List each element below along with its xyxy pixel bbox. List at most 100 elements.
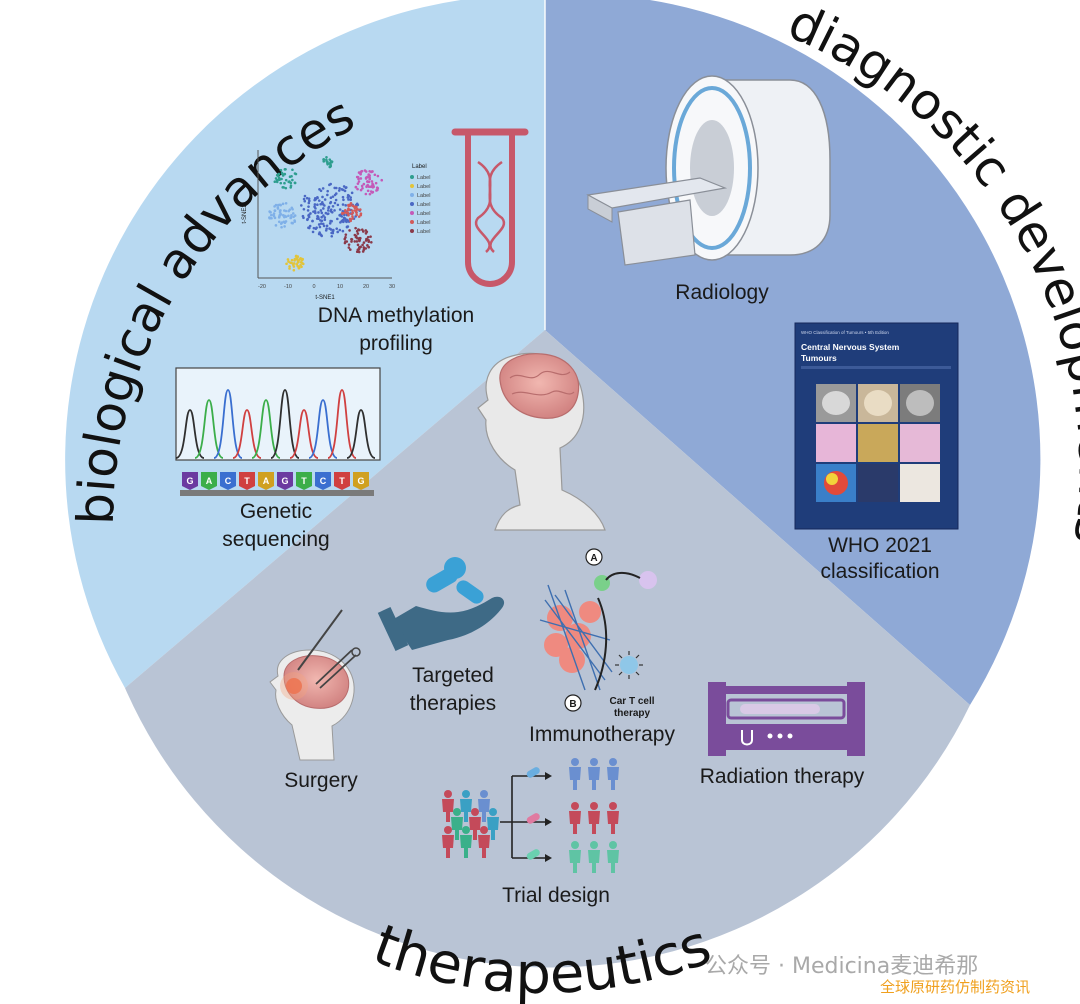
tsne-point — [291, 221, 294, 225]
tsne-legend-item: Label — [417, 220, 430, 226]
tsne-point — [321, 222, 325, 226]
tsne-point — [273, 205, 276, 208]
tsne-point — [361, 186, 364, 190]
tsne-point — [273, 216, 277, 220]
human-head-illustration — [477, 352, 606, 531]
sequence-tile — [315, 472, 331, 490]
test-tube-body — [465, 135, 515, 287]
person-head — [444, 790, 452, 798]
tsne-point — [277, 220, 281, 224]
tsne-point — [323, 216, 327, 219]
tsne-legend-item: Label — [417, 229, 430, 235]
tsne-point — [354, 185, 358, 189]
tsne-point — [353, 209, 357, 212]
person-head — [590, 841, 598, 849]
tsne-point — [331, 228, 335, 232]
tsne-point — [292, 265, 296, 268]
tsne-point — [356, 203, 360, 207]
person-body — [469, 817, 481, 840]
tsne-point — [300, 204, 303, 207]
tsne-ylabel: t-SNE2 — [242, 204, 248, 224]
tsne-point — [346, 212, 350, 215]
person-head — [609, 841, 617, 849]
tsne-point — [380, 178, 384, 182]
tsne-point — [308, 199, 311, 203]
who-book-header: WHO Classification of Tumours • 5th Edit… — [801, 330, 889, 335]
mri-table-base — [617, 199, 696, 266]
tsne-point — [294, 257, 298, 261]
tsne-point — [268, 216, 271, 219]
tsne-point — [301, 214, 305, 218]
tsne-point — [376, 174, 380, 178]
tsne-point — [299, 257, 302, 260]
tsne-point — [309, 212, 312, 215]
chromatogram-peak — [346, 409, 376, 459]
tsne-point — [364, 192, 368, 196]
hand-cuff — [377, 607, 409, 651]
tsne-point — [279, 181, 283, 185]
tsne-point — [280, 177, 283, 181]
tsne-point — [316, 196, 319, 199]
tsne-point — [333, 186, 336, 190]
tsne-point — [306, 209, 310, 212]
person-body — [569, 767, 581, 790]
tsne-point — [368, 177, 371, 181]
hand-with-pills-icon — [377, 557, 505, 651]
t-cell-lilac — [639, 571, 657, 589]
tsne-point — [362, 241, 366, 244]
sequence-tile — [220, 472, 236, 490]
tsne-point — [323, 218, 327, 222]
tsne-legend-swatch — [410, 175, 414, 179]
tsne-point — [362, 246, 366, 249]
tsne-point — [279, 203, 282, 207]
tsne-point — [351, 209, 354, 212]
tsne-point — [347, 243, 351, 246]
tsne-point — [370, 180, 374, 183]
tsne-point — [329, 196, 333, 199]
sequence-letter: T — [244, 476, 250, 486]
wedge-biological — [65, 0, 545, 688]
tsne-point — [276, 207, 280, 210]
tsne-point — [350, 240, 353, 243]
person-head — [590, 758, 598, 766]
tsne-point — [329, 219, 332, 223]
tsne-legend-swatch — [410, 220, 414, 224]
tsne-point — [348, 248, 352, 251]
tsne-point — [376, 186, 380, 190]
sequence-tile — [182, 472, 198, 490]
tsne-point — [341, 229, 345, 233]
tsne-point — [364, 176, 368, 180]
tsne-point — [361, 243, 364, 247]
person-body — [569, 811, 581, 834]
sequence-letter: C — [320, 476, 327, 486]
sequence-tile — [201, 472, 217, 490]
tsne-point — [330, 210, 334, 214]
tsne-point — [293, 181, 297, 185]
tsne-point — [350, 238, 354, 241]
tsne-point — [311, 219, 314, 223]
tsne-xtick: -10 — [284, 284, 292, 290]
tsne-point — [356, 236, 359, 240]
tsne-point — [312, 210, 315, 213]
tsne-point — [277, 172, 281, 176]
tsne-point — [360, 228, 364, 231]
tsne-point — [359, 188, 363, 192]
person-head — [462, 790, 470, 798]
tsne-point — [359, 172, 362, 176]
sequence-letter: G — [186, 476, 193, 486]
tsne-point — [319, 219, 322, 222]
tsne-point — [284, 186, 288, 190]
tsne-point — [364, 247, 368, 250]
tsne-point — [303, 199, 307, 203]
mri-table-front — [587, 194, 613, 223]
tsne-point — [364, 170, 368, 173]
tsne-point — [281, 202, 285, 206]
tsne-point — [320, 211, 324, 215]
tsne-point — [279, 209, 282, 212]
tsne-point — [292, 268, 296, 272]
tsne-point — [348, 229, 351, 232]
tsne-point — [373, 173, 377, 177]
tsne-point — [292, 262, 296, 265]
sequence-tile — [239, 472, 255, 490]
